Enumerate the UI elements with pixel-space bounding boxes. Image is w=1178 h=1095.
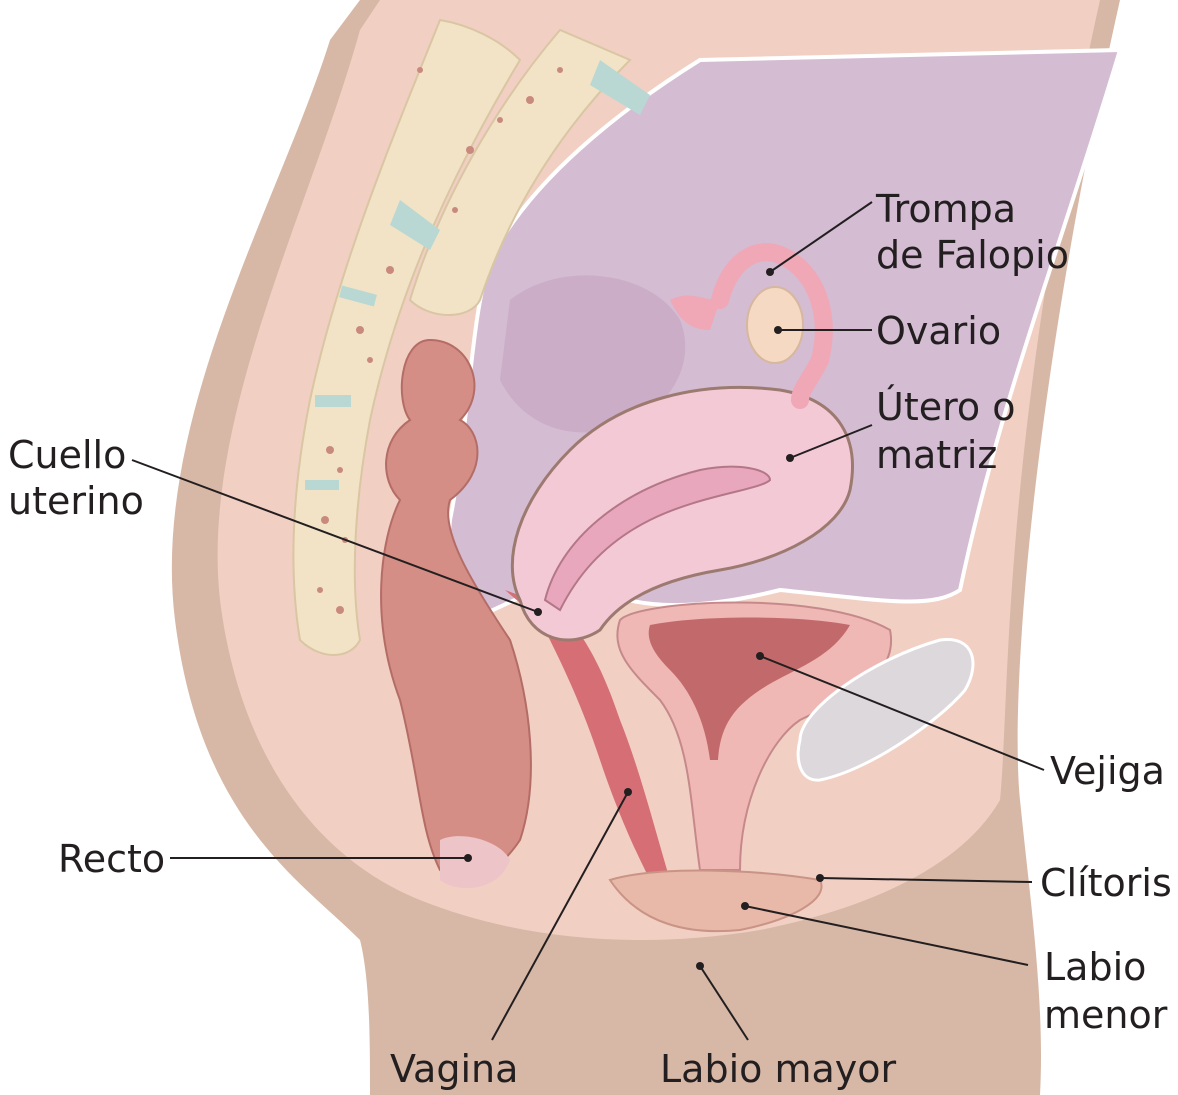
label-cuello-line2: uterino bbox=[8, 479, 144, 523]
label-clitoris: Clítoris bbox=[1040, 861, 1172, 905]
leader-dot bbox=[816, 874, 824, 882]
leader-dot bbox=[774, 326, 782, 334]
label-labio-menor-line2: menor bbox=[1044, 993, 1168, 1037]
label-ovario: Ovario bbox=[876, 309, 1001, 353]
leader-dot bbox=[534, 608, 542, 616]
sacral-disc bbox=[315, 395, 351, 407]
leader-dot bbox=[696, 962, 704, 970]
leader-dot bbox=[756, 652, 764, 660]
ovary bbox=[747, 287, 803, 363]
label-vejiga: Vejiga bbox=[1050, 749, 1165, 793]
leader-dot bbox=[766, 268, 774, 276]
label-vagina: Vagina bbox=[390, 1047, 518, 1091]
label-labio-menor-line1: Labio bbox=[1044, 945, 1146, 989]
sacral-disc bbox=[305, 480, 339, 490]
label-labio-mayor: Labio mayor bbox=[660, 1047, 897, 1091]
leader-dot bbox=[741, 902, 749, 910]
leader-dot bbox=[624, 788, 632, 796]
label-trompa-line2: de Falopio bbox=[876, 233, 1069, 277]
leader-dot bbox=[464, 854, 472, 862]
label-trompa-line1: Trompa bbox=[875, 187, 1016, 231]
label-recto: Recto bbox=[58, 837, 165, 881]
label-utero-line2: matriz bbox=[876, 433, 997, 477]
label-utero-line1: Útero o bbox=[876, 385, 1015, 429]
label-cuello-line1: Cuello bbox=[8, 433, 126, 477]
leader-dot bbox=[786, 454, 794, 462]
